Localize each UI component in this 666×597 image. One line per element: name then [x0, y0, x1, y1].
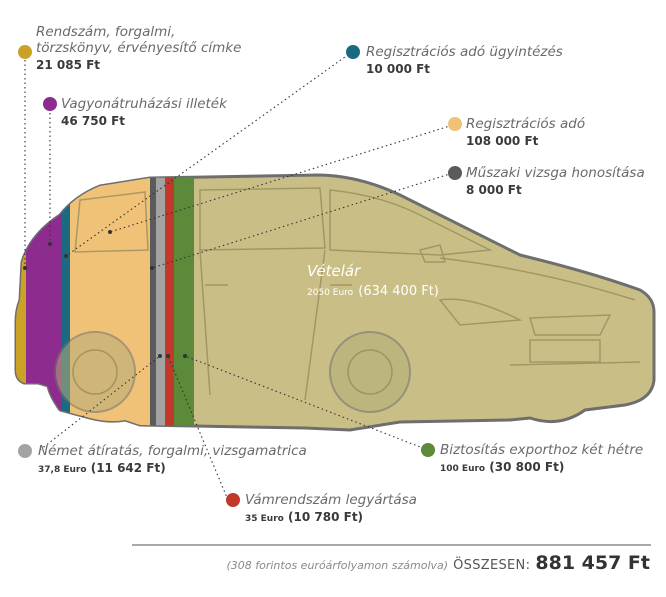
label-vam-name: Vámrendszám legyártása: [245, 492, 417, 508]
label-regado-amount: 108 000 Ft: [466, 134, 539, 149]
headlight: [438, 298, 523, 326]
band-nemet: [156, 175, 165, 430]
side-window-front: [74, 191, 149, 253]
leader-nemet: [39, 355, 161, 451]
grille: [529, 314, 612, 336]
price-amount: (634 400 Ft): [358, 284, 439, 299]
bumper: [509, 361, 641, 366]
label-rendszam: Rendszám, forgalmi, törzskönyv, érvényes…: [36, 24, 241, 73]
label-regugyintezes-amount: 10 000 Ft: [366, 62, 431, 77]
label-biztositas-euro: 100 Euro: [440, 464, 486, 475]
band-regugyintezes: [62, 175, 70, 430]
hood-line: [439, 257, 636, 301]
label-vam-euro: 35 Euro: [245, 514, 284, 525]
legend-dot-regado: [448, 117, 462, 131]
legend-dot-muszaki: [448, 166, 462, 180]
price-euro: 2050 Euro: [307, 288, 354, 298]
leader-regugyintezes: [65, 51, 353, 257]
leader-lines: [24, 51, 457, 501]
door-line-2: [304, 249, 326, 401]
leader-endpoints: [23, 230, 187, 358]
label-vagyon-amount: 46 750 Ft: [61, 114, 126, 129]
label-muszaki: Műszaki vizsga honosítása 8 000 Ft: [466, 165, 645, 198]
label-vam: Vámrendszám legyártása 35 Euro (10 780 F…: [245, 492, 417, 525]
wheel-front: [329, 331, 411, 413]
legend-dot-regugyintezes: [346, 45, 360, 59]
plate: [529, 339, 601, 363]
label-regado: Regisztrációs adó 108 000 Ft: [466, 116, 585, 149]
price-label: Vételár 2050 Euro (634 400 Ft): [307, 262, 439, 299]
band-rendszam: [16, 175, 26, 430]
legend-dot-vagyon: [43, 97, 57, 111]
divider: [132, 544, 651, 546]
label-regugyintezes: Regisztrációs adó ügyintézés 10 000 Ft: [366, 44, 563, 77]
total-note: (308 forintos euróárfolyamon számolva): [226, 559, 449, 572]
label-vagyon: Vagyonátruházási illeték 46 750 Ft: [61, 96, 227, 129]
legend-dot-rendszam: [18, 45, 32, 59]
label-vam-value: 35 Euro (10 780 Ft): [245, 510, 417, 525]
leader-vam: [167, 355, 229, 501]
label-muszaki-name: Műszaki vizsga honosítása: [466, 165, 645, 181]
legend-dot-nemet: [18, 444, 32, 458]
band-vagyon: [26, 175, 62, 430]
label-vam-amount: (10 780 Ft): [288, 510, 364, 525]
price-title: Vételár: [307, 262, 361, 280]
total-line: (308 forintos euróárfolyamon számolva) Ö…: [226, 552, 650, 574]
total-amount: 881 457 Ft: [535, 552, 650, 574]
label-nemet: Német átíratás, forgalmi, vizsgamatrica …: [38, 443, 307, 476]
wheels: [54, 331, 411, 413]
label-biztositas-amount: (30 800 Ft): [489, 460, 565, 475]
mirror: [418, 244, 447, 263]
total-label: ÖSSZESEN:: [453, 558, 531, 573]
band-vam: [165, 175, 174, 430]
label-nemet-name: Német átíratás, forgalmi, vizsgamatrica: [38, 443, 307, 459]
band-muszaki: [150, 175, 156, 430]
label-regado-name: Regisztrációs adó: [466, 116, 586, 132]
label-rendszam-amount: 21 085 Ft: [36, 58, 101, 73]
label-vagyon-name: Vagyonátruházási illeték: [61, 96, 227, 112]
legend-dot-biztositas: [421, 443, 435, 457]
band-biztositas: [174, 175, 194, 430]
label-biztositas: Biztosítás exporthoz két hétre 100 Euro …: [440, 442, 643, 475]
windshield: [329, 189, 493, 256]
label-regugyintezes-name: Regisztrációs adó ügyintézés: [366, 44, 563, 60]
label-biztositas-value: 100 Euro (30 800 Ft): [440, 460, 643, 475]
wheel-rear: [54, 331, 136, 413]
car-details: [74, 187, 641, 401]
label-biztositas-name: Biztosítás exporthoz két hétre: [440, 442, 644, 458]
door-line: [199, 249, 211, 396]
label-nemet-value: 37,8 Euro (11 642 Ft): [38, 461, 307, 476]
legend-dot-vam: [226, 493, 240, 507]
label-nemet-amount: (11 642 Ft): [90, 461, 166, 476]
label-nemet-euro: 37,8 Euro: [38, 465, 87, 476]
leader-biztositas: [184, 355, 429, 451]
label-muszaki-amount: 8 000 Ft: [466, 183, 522, 198]
leader-muszaki: [151, 171, 457, 269]
side-window-rear: [199, 187, 326, 251]
leader-regado: [109, 123, 457, 233]
label-rendszam-name: Rendszám, forgalmi, törzskönyv, érvényes…: [36, 24, 242, 57]
